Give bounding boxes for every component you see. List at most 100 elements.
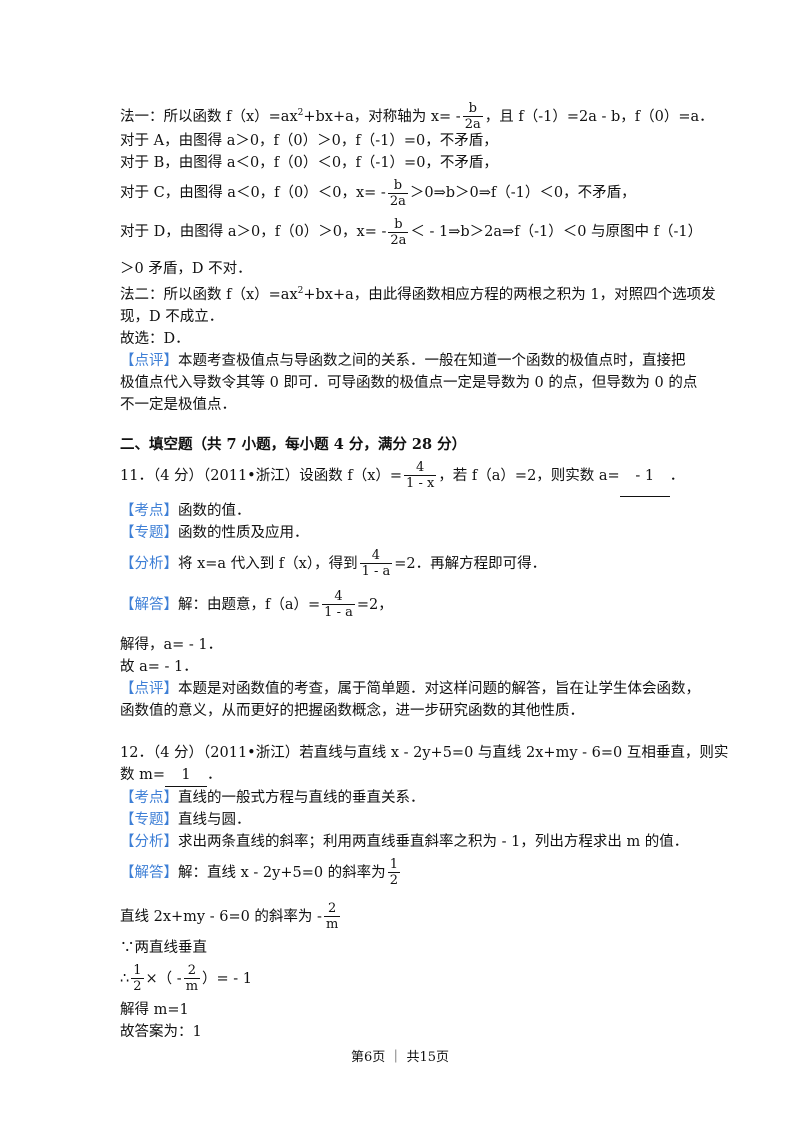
denominator: 2a [389,193,406,209]
numerator: 2 [323,901,341,918]
numerator: 4 [404,460,437,477]
text: 求出两条直线的斜率；利用两直线垂直斜率之积为 - 1，列出方程求出 m 的值． [178,833,689,850]
text: 将 x=a 代入到 f（x），得到 [178,555,358,572]
text: +bx+a，对称轴为 x= - [303,108,461,125]
fenxi-tag: 【分析】 [120,833,178,850]
jieda-tag: 【解答】 [120,596,178,613]
zhuanti-tag: 【专题】 [120,524,178,541]
q11-comment1: 【点评】本题是对函数值的考查，属于简单题．对这样问题的解答，旨在让学生体会函数， [120,678,700,700]
page-footer: 第6页 ｜ 共15页 [350,1050,450,1065]
comment-line1: 【点评】本题考查极值点与导函数之间的关系．一般在知道一个函数的极值点时，直接把 [120,350,686,372]
text: 法一：所以函数 f（x）=ax [120,108,298,125]
text: 解：由题意，f（a）= [178,596,321,613]
numerator: 4 [322,589,355,606]
text: 本题是对函数值的考查，属于简单题．对这样问题的解答，旨在让学生体会函数， [178,680,700,697]
comment-tag: 【点评】 [120,680,178,697]
q11-comment2: 函数值的意义，从而更好的把握函数概念，进一步研究函数的其他性质． [120,702,584,719]
choice-line: 故选：D． [120,330,190,347]
q12-fenxi: 【分析】求出两条直线的斜率；利用两直线垂直斜率之积为 - 1，列出方程求出 m … [120,831,688,853]
text: 对于 D，由图得 a＞0，f（0）＞0，x= - [120,224,387,240]
q12-final: 故答案为：1 [120,1023,202,1040]
q12-solution: 解得 m=1 [120,1001,189,1018]
denominator: m [185,979,199,995]
q12-zhuanti: 【专题】直线与圆． [120,809,680,831]
text: 直线的一般式方程与直线的垂直关系． [178,789,425,806]
kaodian-tag: 【考点】 [120,502,178,519]
case-b: 对于 B，由图得 a＜0，f（0）＜0，f（-1）=0，不矛盾， [120,155,498,171]
text: 函数的值． [178,502,251,519]
text: 数 m= [120,766,166,783]
method2-cont: 现，D 不成立． [120,308,224,325]
text: ＜ - 1⇒b＞2a⇒f（-1）＜0 与原图中 f（-1） [410,224,703,240]
answer-blank: - 1 [619,456,670,497]
numerator: b [387,178,408,194]
case-a: 对于 A，由图得 a＞0，f（0）＞0，f（-1）=0，不矛盾， [120,133,498,149]
q12-stem: 12．（4 分）（2011•浙江）若直线与直线 x - 2y+5=0 与直线 2… [120,744,729,761]
numerator: 1 [131,963,144,980]
method2-line: 法二：所以函数 f（x）=ax2+bx+a，由此得函数相应方程的两根之积为 1，… [120,280,716,306]
text: ，且 f（-1）=2a - b，f（0）=a． [484,108,714,125]
text: +bx+a，由此得函数相应方程的两根之积为 1，对照四个选项发 [303,286,716,303]
numerator: 2 [183,963,201,980]
numerator: b [388,217,409,233]
comment-line2: 极值点代入导数令其等 0 即可．可导函数的极值点一定是导数为 0 的点，但导数为… [120,374,698,391]
answer-blank: 1 [165,764,208,787]
denominator: 1 - a [361,564,391,580]
q11-zhuanti: 【专题】函数的性质及应用． [120,522,680,544]
denominator: 2a [464,117,481,133]
text: 法二：所以函数 f（x）=ax [120,286,298,303]
numerator: b [462,101,483,118]
superscript: 2 [297,286,304,296]
therefore-sign: ∴ [120,970,130,987]
q11-solve: 解得，a= - 1． [120,636,223,653]
text: ，若 f（a）=2，则实数 a= [438,467,620,484]
text: 函数的性质及应用． [178,524,309,541]
q12-kaodian: 【考点】直线的一般式方程与直线的垂直关系． [120,787,680,809]
q11-result: 故 a= - 1． [120,658,198,675]
denominator: 1 - x [406,476,435,492]
text: 对于 C，由图得 a＜0，f（0）＜0，x= - [120,185,386,201]
denominator: m [325,917,339,933]
denominator: 2 [133,979,142,995]
text: ）= - 1 [202,970,253,987]
fenxi-tag: 【分析】 [120,555,178,572]
q11-kaodian: 【考点】函数的值． [120,500,680,522]
numerator: 1 [387,857,400,874]
text: 解：直线 x - 2y+5=0 的斜率为 [178,864,386,881]
minus-sign: - [317,908,322,925]
comment-tag: 【点评】 [120,352,178,369]
section-heading: 二、填空题（共 7 小题，每小题 4 分，满分 28 分） [120,435,467,453]
text: 直线 2x+my - 6=0 的斜率为 [120,908,313,925]
numerator: 4 [359,548,393,565]
text: 直线与圆． [178,811,251,828]
q12-because: ∵两直线垂直 [120,939,207,956]
superscript: 2 [297,108,304,118]
text: ． [669,467,685,484]
text: 11．（4 分）（2011•浙江）设函数 f（x）= [120,467,403,484]
text: ×（ - [145,970,182,987]
comment-line3: 不一定是极值点． [120,396,236,413]
kaodian-tag: 【考点】 [120,789,178,806]
jieda-tag: 【解答】 [120,864,178,881]
text: ． [207,766,222,783]
denominator: 2 [389,873,398,889]
denominator: 1 - a [324,605,353,621]
